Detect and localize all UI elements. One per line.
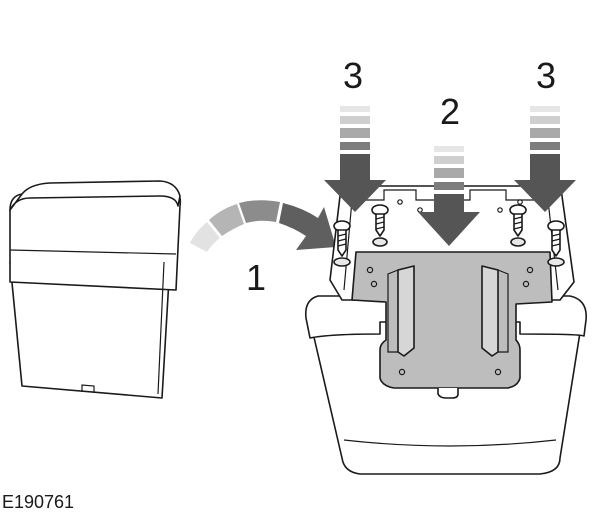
figure-reference-code: E190761 — [2, 492, 74, 512]
screw-left-inner — [371, 204, 389, 247]
step-3-left-label: 3 — [343, 55, 363, 96]
down-arrow-step-3-right — [514, 106, 576, 212]
screw-left-outer — [333, 220, 351, 267]
step-1-label: 1 — [246, 257, 266, 298]
down-arrow-step-3-left — [324, 106, 386, 212]
step-3-right-label: 3 — [536, 55, 556, 96]
curved-arrow-step-1 — [190, 200, 336, 252]
screw-right-outer — [547, 220, 565, 267]
screw-right-inner — [509, 204, 527, 247]
down-arrow-step-2 — [418, 146, 480, 246]
screws — [333, 204, 565, 267]
storage-bin-insert — [9, 180, 182, 399]
step-2-label: 2 — [440, 91, 460, 132]
mounting-bracket-plate — [351, 251, 553, 399]
